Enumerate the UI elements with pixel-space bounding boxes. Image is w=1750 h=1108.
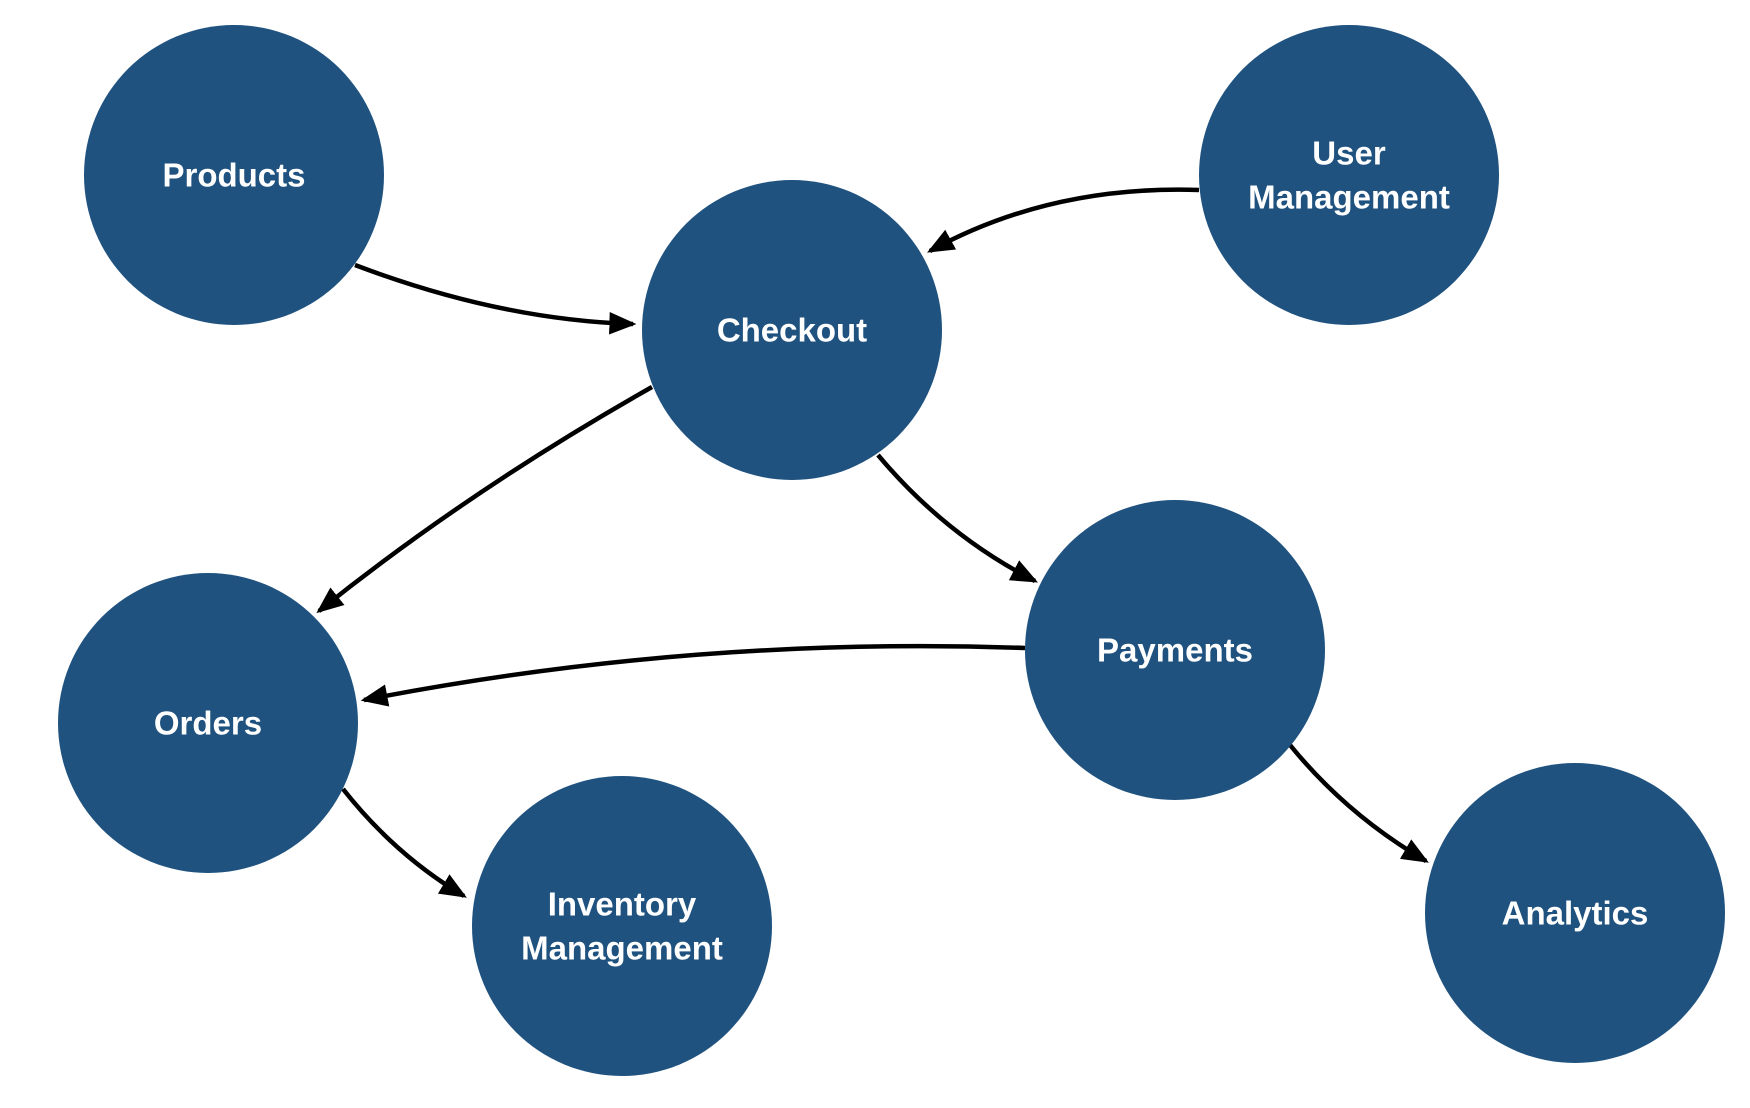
node-checkout-circle [642,180,942,480]
node-orders: Orders [58,573,358,873]
edge-payments-to-orders [360,643,1026,707]
edge-checkout-to-orders [316,385,654,614]
node-checkout-label: Checkout [717,312,867,349]
node-orders-circle [58,573,358,873]
edge-checkout-to-payments [876,453,1039,584]
edge-payments-to-analytics [1288,743,1429,863]
edges-layer [316,187,1429,898]
node-products: Products [84,25,384,325]
node-checkout: Checkout [642,180,942,480]
node-analytics: Analytics [1425,763,1725,1063]
node-products-circle [84,25,384,325]
node-user-management-circle [1199,25,1499,325]
edge-products-to-checkout [354,262,637,335]
edge-orders-to-inventory-management [341,787,467,898]
node-inventory-management-circle [472,776,772,1076]
node-payments-label: Payments [1097,632,1253,669]
edge-user-management-to-checkout [927,187,1200,253]
node-payments: Payments [1025,500,1325,800]
node-analytics-label: Analytics [1502,895,1649,932]
node-analytics-circle [1425,763,1725,1063]
node-payments-circle [1025,500,1325,800]
node-orders-label: Orders [154,705,262,742]
node-products-label: Products [162,157,305,194]
